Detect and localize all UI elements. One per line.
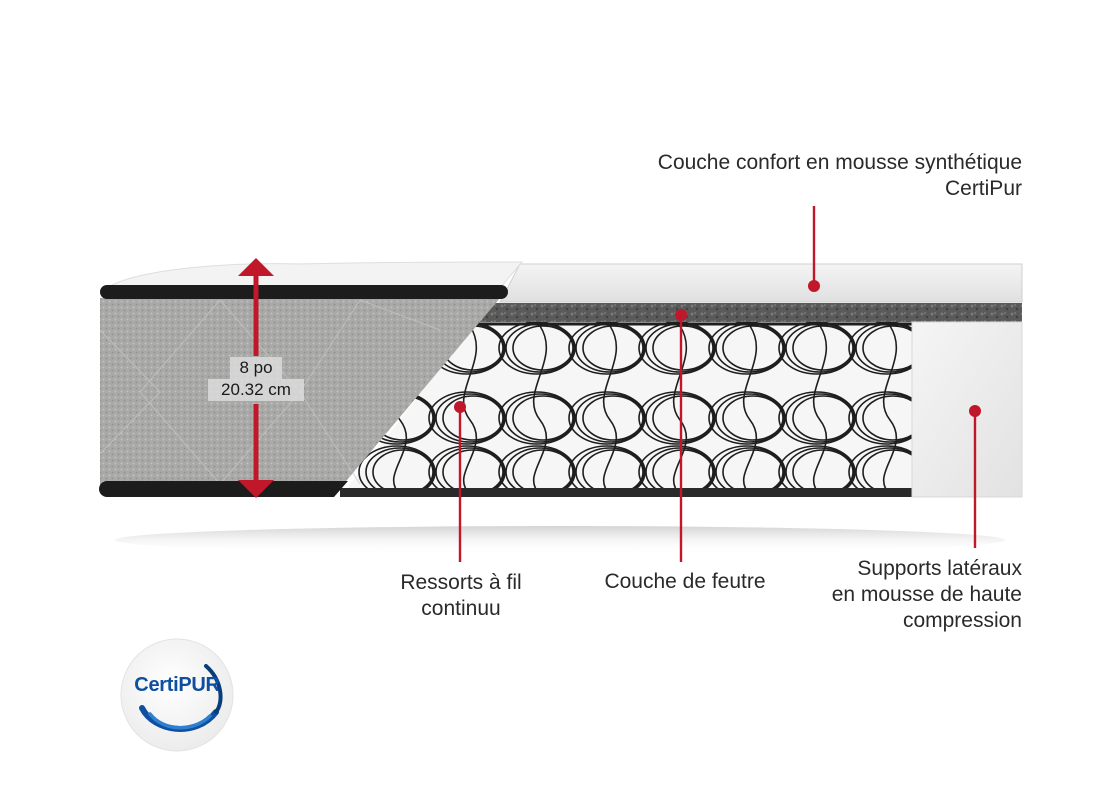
coil-loop: [778, 445, 856, 497]
certipur-logo: CertiPUR: [118, 636, 236, 754]
springs-label: Ressorts à fil continuu: [376, 570, 546, 622]
coil-loop: [498, 322, 576, 375]
coil-loop: [512, 325, 574, 371]
felt-layer-label-line1: Couche de feutre: [604, 570, 766, 593]
comfort-layer-label-line1: Couche confort en mousse synthétique: [657, 151, 1022, 174]
coil-loop: [638, 445, 716, 497]
side-supports-label-line2: en mousse de haute: [831, 583, 1022, 606]
top-border-band: [100, 285, 508, 299]
felt-dot: [675, 309, 687, 321]
coil-loop: [778, 391, 856, 445]
side-foam-support: [911, 321, 1023, 498]
coil-helix: [532, 325, 548, 495]
coil-loop: [498, 445, 576, 497]
coil-loop: [652, 395, 714, 441]
callout-dots: [454, 280, 981, 417]
coil-loop: [512, 395, 574, 441]
coil-loop: [582, 395, 644, 441]
certipur-badge-icon: [120, 638, 234, 752]
coil-helix: [812, 325, 828, 495]
comfort-foam-layer: [499, 263, 1023, 303]
side-supports-label: Supports latéraux en mousse de haute com…: [832, 556, 1022, 634]
coil-loop: [778, 322, 856, 375]
coil-loop: [855, 393, 912, 443]
coil-loop: [435, 393, 505, 443]
coil-loop: [722, 395, 784, 441]
comfort-dot: [808, 280, 820, 292]
coil-loop: [638, 322, 716, 375]
felt-layer: [476, 303, 1022, 322]
coil-helix: [882, 325, 898, 495]
coil-loop: [708, 391, 786, 445]
coil-loop: [792, 395, 854, 441]
springs-label-line1: Ressorts à fil: [400, 571, 522, 594]
comfort-layer-label: Couche confort en mousse synthétique Cer…: [658, 150, 1022, 202]
coil-loop: [848, 322, 912, 375]
height-dimension-label: 8 po 20.32 cm: [202, 357, 310, 401]
pillow-top: [109, 261, 524, 289]
callout-leaders: [458, 206, 977, 562]
springs-label-line2: continuu: [421, 597, 501, 620]
coil-loop: [442, 395, 504, 441]
coil-loop: [715, 393, 785, 443]
floor-shadow: [115, 526, 1005, 554]
coil-loop: [638, 391, 716, 445]
coil-loop: [652, 325, 714, 371]
coil-loop: [428, 445, 506, 497]
coil-loop: [358, 445, 436, 497]
height-inches: 8 po: [230, 357, 282, 379]
coil-loop: [848, 391, 912, 445]
coil-loop: [505, 393, 575, 443]
coil-loop: [785, 393, 855, 443]
side-support-dot: [969, 405, 981, 417]
coil-loop: [568, 322, 646, 375]
continuous-wire-springs: [358, 322, 912, 497]
coil-loop: [848, 445, 912, 497]
side-supports-label-line3: compression: [902, 609, 1022, 632]
coil-helix: [602, 325, 618, 495]
coil-loop: [792, 325, 854, 371]
coil-loop: [575, 393, 645, 443]
bottom-border-band: [99, 481, 348, 497]
coil-loop: [498, 391, 576, 445]
height-dimension-arrow: [238, 258, 274, 498]
coil-loop: [862, 395, 912, 441]
coil-helix: [462, 325, 478, 495]
certipur-logo-text: CertiPUR: [134, 674, 220, 696]
coil-loop: [708, 322, 786, 375]
springs-dot: [454, 401, 466, 413]
coil-loop: [708, 445, 786, 497]
coil-loop: [862, 325, 912, 371]
felt-layer-label: Couche de feutre: [585, 569, 785, 595]
bottom-wire-band: [340, 488, 912, 497]
coil-loop: [568, 445, 646, 497]
coil-loop: [722, 325, 784, 371]
coil-loop: [582, 325, 644, 371]
side-supports-label-line1: Supports latéraux: [857, 557, 1022, 580]
comfort-layer-label-line2: CertiPur: [944, 177, 1022, 200]
height-centimeters: 20.32 cm: [208, 379, 304, 401]
coil-loop: [568, 391, 646, 445]
coil-helix: [742, 325, 758, 495]
coil-loop: [428, 391, 506, 445]
